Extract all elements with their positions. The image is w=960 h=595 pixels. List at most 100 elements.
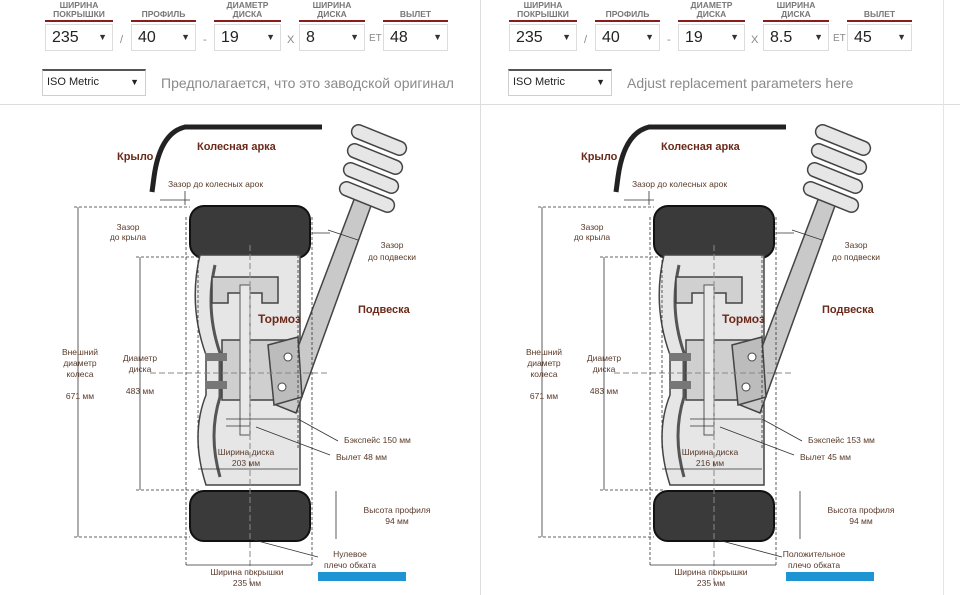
- tire-width-label: ШИРИНА ПОКРЫШКИ: [517, 0, 569, 19]
- spring-coil: [802, 181, 860, 213]
- scrub-radius-label-1: Нулевое: [333, 549, 367, 559]
- label-underline: [678, 20, 745, 22]
- offset-select[interactable]: 45▼: [847, 24, 912, 51]
- hub-bolt: [205, 353, 227, 361]
- brake-label: Тормоз: [722, 312, 765, 326]
- separator-dash: -: [203, 34, 207, 46]
- label-underline: [131, 20, 196, 22]
- tire-width-label: ШИРИНА ПОКРЫШКИ: [53, 0, 105, 19]
- rim-diameter-label-1: Диаметр: [123, 353, 157, 363]
- hub-bolt: [205, 381, 227, 389]
- separator-dash: -: [667, 34, 671, 46]
- outer-diameter-value: 671 мм: [66, 391, 94, 401]
- panel-divider: [480, 0, 481, 595]
- offset-text: Вылет 45 мм: [800, 452, 851, 462]
- spring-coil: [810, 143, 868, 175]
- wheel-fitment-diagram: Крыло Колесная арка Тормоз Подвеска Зазо…: [62, 124, 431, 588]
- rim-width-select[interactable]: 8.5 ▼: [763, 24, 829, 51]
- chevron-down-icon: ▼: [266, 32, 275, 42]
- units-value: ISO Metric: [47, 76, 99, 88]
- profile-select[interactable]: 40▼: [131, 24, 196, 51]
- label-underline: [595, 20, 660, 22]
- chevron-down-icon: ▼: [814, 32, 823, 42]
- profile-label: ПРОФИЛЬ: [141, 9, 186, 19]
- chevron-down-icon: ▼: [596, 77, 605, 87]
- rim-width-select[interactable]: 8▼: [299, 24, 365, 51]
- panel-note: Предполагается, что это заводской оригин…: [161, 75, 454, 91]
- units-select[interactable]: ISO Metric ▼: [508, 69, 612, 96]
- chevron-down-icon: ▼: [181, 32, 190, 42]
- leader-line: [253, 539, 319, 558]
- suspension-clearance-label-2: до подвески: [832, 252, 880, 262]
- suspension-label: Подвеска: [358, 304, 411, 316]
- suspension-clearance-label-1: Зазор: [380, 240, 403, 250]
- chevron-down-icon: ▼: [98, 32, 107, 42]
- rim-diameter-select[interactable]: 19▼: [214, 24, 281, 51]
- hub-bolt: [669, 353, 691, 361]
- units-select[interactable]: ISO Metric▼: [42, 69, 146, 96]
- original-wheel-panel: ШИРИНА ПОКРЫШКИ 235▼ / ПРОФИЛЬ 40▼ - ДИА…: [42, 0, 454, 588]
- backspace-label: Бэкспейс 150 мм: [344, 435, 411, 445]
- knuckle: [267, 336, 303, 406]
- units-value: ISO Metric: [513, 76, 565, 88]
- leader-line: [255, 426, 331, 456]
- rim-spoke: [209, 264, 222, 478]
- tire-width-select[interactable]: 235 ▼: [45, 24, 113, 51]
- outer-diameter-label-1: Внешний: [62, 347, 98, 357]
- section-divider: [0, 104, 960, 105]
- spring-coil: [350, 124, 408, 156]
- rim-diameter-label: ДИАМЕТР ДИСКА: [226, 0, 269, 19]
- offset-select[interactable]: 48▼: [383, 24, 448, 51]
- spring-coil: [338, 181, 396, 213]
- backspace-label: Бэкспейс 153 мм: [808, 435, 875, 445]
- tire-width-value: 235: [52, 29, 79, 46]
- rim-spoke: [673, 264, 686, 478]
- tire-width-dim-label-2: 235 мм: [233, 578, 261, 588]
- dimension-lines: [538, 191, 823, 567]
- chevron-down-icon: ▼: [562, 32, 571, 42]
- profile-select[interactable]: 40▼: [595, 24, 660, 51]
- tire-width-dim-label-2: 235 мм: [697, 578, 725, 588]
- rim-diameter-value: 19: [685, 29, 703, 46]
- knuckle: [731, 336, 767, 406]
- spring-coil: [814, 124, 872, 156]
- chevron-down-icon: ▼: [350, 32, 359, 42]
- panel-note: Adjust replacement parameters here: [627, 75, 854, 91]
- knuckle-bolt: [741, 382, 751, 392]
- label-underline: [45, 20, 113, 22]
- knuckle-bolt: [747, 352, 757, 362]
- arch-label: Колесная арка: [661, 141, 741, 153]
- rim-diameter-label-2: диска: [593, 364, 616, 374]
- wheel-fitment-diagram: Крыло Колесная арка Тормоз Подвеска Зазо…: [526, 124, 895, 588]
- label-underline: [299, 20, 365, 22]
- et-label: ET: [833, 33, 846, 44]
- tire-width-dim-label-1: Ширина покрышки: [675, 567, 748, 577]
- arch-label: Колесная арка: [197, 141, 277, 153]
- tire-width-select[interactable]: 235 ▼: [509, 24, 577, 51]
- brake-disc: [703, 284, 715, 436]
- rim-diameter-select[interactable]: 19 ▼: [678, 24, 745, 51]
- outer-diameter-label-1: Внешний: [526, 347, 562, 357]
- suspension-clearance-label-2: до подвески: [368, 252, 416, 262]
- label-underline: [214, 20, 281, 22]
- spring-coil: [346, 143, 404, 175]
- rim-width-label-1: Ширина диска: [218, 447, 275, 457]
- knuckle-bolt: [283, 352, 293, 362]
- label-underline: [847, 20, 912, 22]
- scrub-radius-indicator: [786, 572, 874, 581]
- chevron-down-icon: ▼: [730, 32, 739, 42]
- tire-width-value: 235: [516, 29, 543, 46]
- spring-coil: [342, 162, 400, 194]
- offset-label: ВЫЛЕТ: [399, 9, 432, 19]
- arch-clearance-label: Зазор до колесных арок: [168, 179, 263, 189]
- scrub-radius-label-2: плечо обката: [788, 560, 840, 570]
- replacement-wheel-panel: ШИРИНА ПОКРЫШКИ 235▼ / ПРОФИЛЬ 40▼ - ДИА…: [480, 0, 960, 595]
- rim-width-value: 8.5: [770, 29, 793, 46]
- outer-diameter-label-2: диаметр: [63, 358, 97, 368]
- scrub-radius-label-1: Положительное: [783, 549, 846, 559]
- leader-line: [761, 418, 803, 442]
- chevron-down-icon: ▼: [433, 32, 442, 42]
- brake-label: Тормоз: [258, 312, 301, 326]
- spring: [802, 124, 872, 213]
- chevron-down-icon: ▼: [645, 32, 654, 42]
